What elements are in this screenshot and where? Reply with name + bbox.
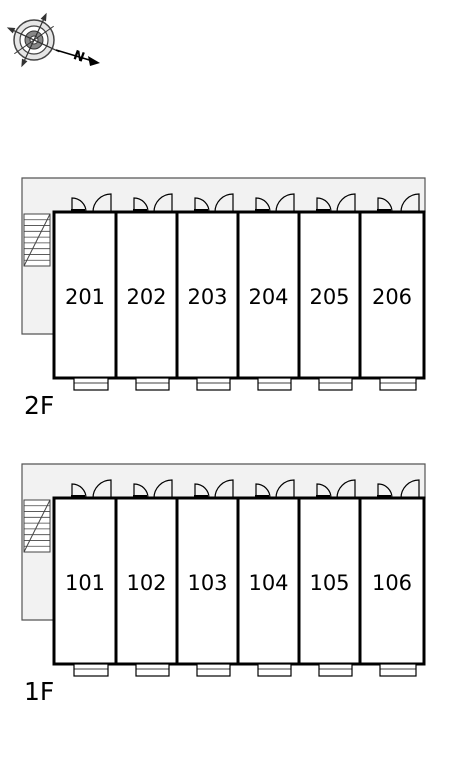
- balcony: [196, 377, 231, 391]
- door-swing: [400, 193, 420, 213]
- door-swing: [377, 197, 393, 213]
- door-swing: [316, 483, 332, 499]
- door-swing: [153, 479, 173, 499]
- door-sill: [71, 209, 85, 212]
- door-swing: [275, 193, 295, 213]
- unit-label: 101: [65, 571, 105, 595]
- balcony: [135, 663, 170, 677]
- door-sill: [194, 495, 208, 498]
- door-swing: [133, 197, 149, 213]
- door-swing: [92, 193, 112, 213]
- floor-1f: 101 102 103 104 105 106 1F: [21, 463, 426, 706]
- door-sill: [255, 495, 269, 498]
- door-sill: [316, 209, 330, 212]
- unit-label: 106: [372, 571, 412, 595]
- door-sill: [133, 495, 147, 498]
- door-sill: [377, 495, 391, 498]
- door-swing: [214, 479, 234, 499]
- door-sill: [71, 495, 85, 498]
- door-swing: [71, 483, 87, 499]
- unit-label: 206: [372, 285, 412, 309]
- balcony: [196, 663, 231, 677]
- unit-label: 104: [248, 571, 288, 595]
- unit-label: 204: [248, 285, 288, 309]
- door-sill: [133, 209, 147, 212]
- door-swing: [194, 483, 210, 499]
- unit-label: 202: [126, 285, 166, 309]
- balcony: [135, 377, 170, 391]
- door-swing: [336, 193, 356, 213]
- unit-label: 205: [309, 285, 349, 309]
- door-swing: [377, 483, 393, 499]
- door-swing: [255, 197, 271, 213]
- stair-diagonal: [23, 499, 51, 553]
- unit-room: [358, 210, 426, 380]
- unit-label: 103: [187, 571, 227, 595]
- door-swing: [275, 479, 295, 499]
- door-swing: [316, 197, 332, 213]
- balcony: [318, 377, 353, 391]
- door-swing: [336, 479, 356, 499]
- door-swing: [255, 483, 271, 499]
- door-swing: [153, 193, 173, 213]
- floor-2f: 201 202 203 204 205 206 2F: [21, 177, 426, 420]
- door-sill: [377, 209, 391, 212]
- unit-label: 102: [126, 571, 166, 595]
- door-swing: [71, 197, 87, 213]
- balcony: [379, 663, 417, 677]
- door-sill: [194, 209, 208, 212]
- door-sill: [255, 209, 269, 212]
- door-swing: [194, 197, 210, 213]
- compass-rose-icon: N: [6, 12, 100, 68]
- stair-diagonal: [23, 213, 51, 267]
- door-swing: [133, 483, 149, 499]
- door-swing: [214, 193, 234, 213]
- door-swing: [92, 479, 112, 499]
- balcony: [318, 663, 353, 677]
- floor-label: 1F: [24, 677, 54, 706]
- floor-label: 2F: [24, 391, 54, 420]
- unit-label: 203: [187, 285, 227, 309]
- compass-north-letter: N: [71, 48, 86, 66]
- door-sill: [316, 495, 330, 498]
- balcony: [73, 377, 109, 391]
- unit-label: 105: [309, 571, 349, 595]
- door-swing: [400, 479, 420, 499]
- unit-room: [236, 496, 301, 666]
- balcony: [257, 663, 292, 677]
- balcony: [257, 377, 292, 391]
- balcony: [73, 663, 109, 677]
- balcony: [379, 377, 417, 391]
- unit-label: 201: [65, 285, 105, 309]
